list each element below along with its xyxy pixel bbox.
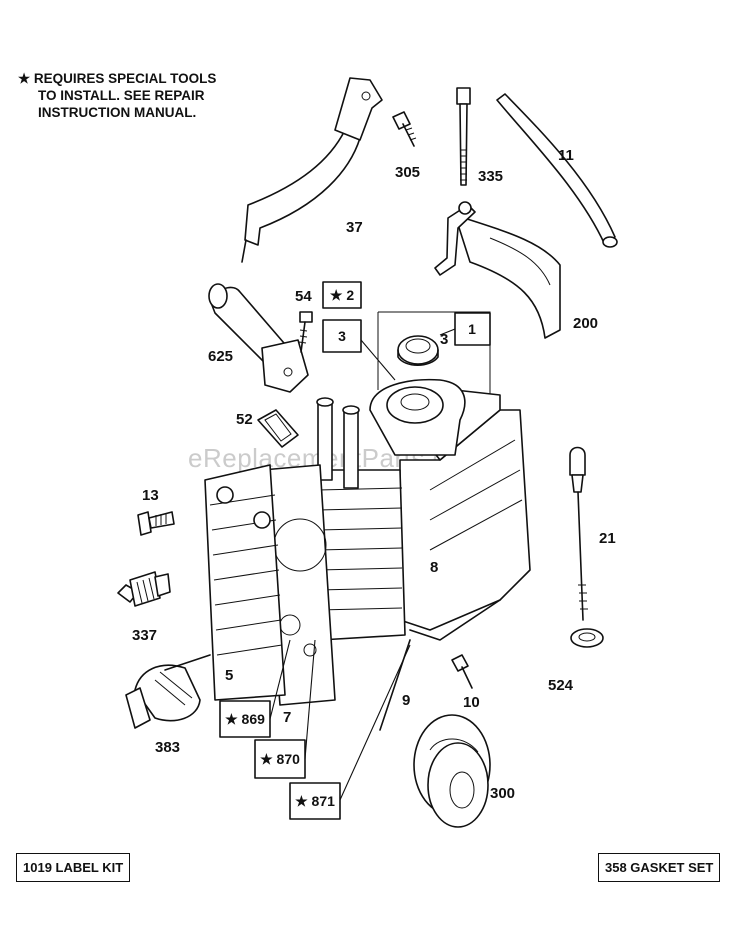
label-5[interactable]: 5 xyxy=(225,667,233,684)
label-300[interactable]: 300 xyxy=(490,785,515,802)
box-label-869[interactable]: ★ 869 xyxy=(219,700,271,738)
label-9[interactable]: 9 xyxy=(402,692,410,709)
box-label-3[interactable]: 3 xyxy=(322,319,362,353)
label-305[interactable]: 305 xyxy=(395,164,420,181)
part-5-cylinder-head[interactable] xyxy=(204,464,286,701)
part-300-pulley[interactable] xyxy=(413,714,491,828)
part-9-tube[interactable] xyxy=(379,639,411,731)
label-7[interactable]: 7 xyxy=(283,709,291,726)
part-337-spark-plug[interactable] xyxy=(117,571,171,607)
star-icon: ★ xyxy=(18,71,31,86)
svg-text:1[interactable]: 1 xyxy=(468,321,476,337)
label-3[interactable]: 3 xyxy=(440,331,448,348)
special-tools-note: ★ REQUIRES SPECIAL TOOLS TO INSTALL. SEE… xyxy=(18,70,216,121)
part-21-dipstick[interactable] xyxy=(569,446,588,621)
part-335-bolt[interactable] xyxy=(456,87,471,186)
svg-text:★ 2[interactable]: ★ 2 xyxy=(330,287,354,303)
svg-text:★ 869[interactable]: ★ 869 xyxy=(225,711,265,727)
label-625[interactable]: 625 xyxy=(208,348,233,365)
box-label-870[interactable]: ★ 870 xyxy=(254,739,306,779)
cylinder-fins xyxy=(309,397,406,641)
label-kit-box[interactable]: 1019 LABEL KIT xyxy=(16,853,131,882)
part-625-tube[interactable] xyxy=(208,283,309,393)
box-label-2[interactable]: ★ 2 xyxy=(322,281,362,309)
label-10[interactable]: 10 xyxy=(463,694,480,711)
part-200-air-vane[interactable] xyxy=(434,201,561,339)
label-337[interactable]: 337 xyxy=(132,627,157,644)
part-52-gasket[interactable] xyxy=(257,409,299,448)
label-13[interactable]: 13 xyxy=(142,487,159,504)
label-21[interactable]: 21 xyxy=(599,530,616,547)
label-54[interactable]: 54 xyxy=(295,288,312,305)
svg-text:3[interactable]: 3 xyxy=(338,328,346,344)
part-10-screw[interactable] xyxy=(451,654,473,689)
part-54-screw[interactable] xyxy=(298,311,313,353)
label-8[interactable]: 8 xyxy=(430,559,438,576)
svg-text:★ 870[interactable]: ★ 870 xyxy=(260,751,300,767)
part-37-shield[interactable] xyxy=(241,77,383,263)
gasket-set-box[interactable]: 358 GASKET SET xyxy=(598,853,721,882)
label-52[interactable]: 52 xyxy=(236,411,253,428)
part-11-rod[interactable] xyxy=(496,93,618,248)
part-1-outline xyxy=(377,311,491,400)
svg-text:★ 871[interactable]: ★ 871 xyxy=(295,793,335,809)
label-335[interactable]: 335 xyxy=(478,168,503,185)
part-305-screw[interactable] xyxy=(392,111,417,147)
part-8-cylinder-block[interactable] xyxy=(369,378,531,641)
label-383[interactable]: 383 xyxy=(155,739,180,756)
box-label-1[interactable]: 1 xyxy=(454,312,491,346)
part-13-bolt[interactable] xyxy=(137,511,175,536)
note-line-2: TO INSTALL. SEE REPAIR xyxy=(38,88,205,103)
part-524-o-ring[interactable] xyxy=(570,628,604,648)
part-3-seal[interactable] xyxy=(397,335,439,367)
note-line-3: INSTRUCTION MANUAL. xyxy=(38,105,197,120)
note-line-1: REQUIRES SPECIAL TOOLS xyxy=(33,71,217,86)
label-37[interactable]: 37 xyxy=(346,219,363,236)
label-524[interactable]: 524 xyxy=(548,677,574,694)
box-label-871[interactable]: ★ 871 xyxy=(289,782,341,820)
leader-lines xyxy=(269,328,456,801)
part-383-armature[interactable] xyxy=(125,654,211,729)
label-11[interactable]: 11 xyxy=(558,147,574,164)
label-200[interactable]: 200 xyxy=(573,315,598,332)
